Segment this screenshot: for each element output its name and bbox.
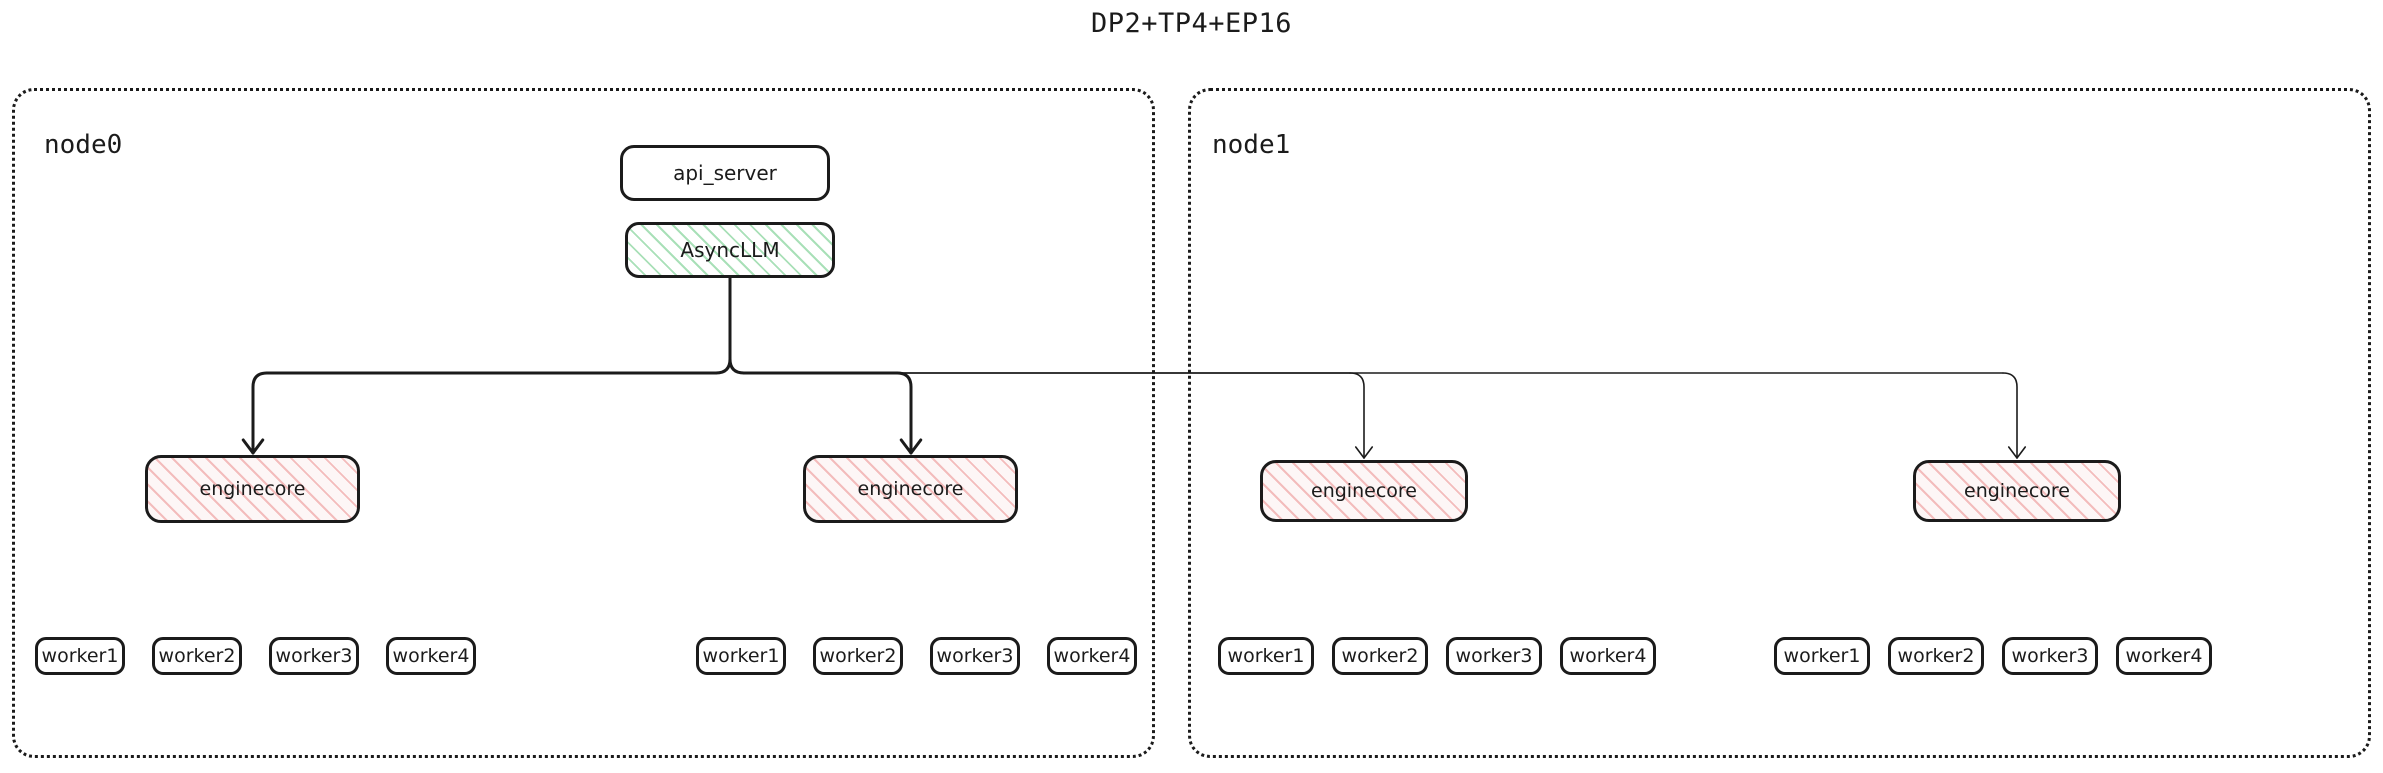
worker-box-label: worker4 <box>1053 645 1131 667</box>
worker-box-label: worker2 <box>1897 645 1975 667</box>
worker-box-label: worker4 <box>2125 645 2203 667</box>
enginecore-box-label: enginecore <box>1311 480 1417 502</box>
enginecore-box-label: enginecore <box>199 478 306 500</box>
worker-box-label: worker3 <box>1455 645 1533 667</box>
worker-box[interactable]: worker1 <box>1774 637 1870 675</box>
node-label-node1: node1 <box>1212 130 1291 160</box>
enginecore-box[interactable]: enginecore <box>1260 460 1468 522</box>
worker-box[interactable]: worker1 <box>35 637 125 675</box>
worker-box-label: worker2 <box>819 645 897 667</box>
worker-box[interactable]: worker4 <box>386 637 476 675</box>
node-container-node1 <box>1188 88 2371 758</box>
worker-box[interactable]: worker2 <box>1888 637 1984 675</box>
async-llm-box-label: AsyncLLM <box>680 238 780 262</box>
enginecore-box-label: enginecore <box>857 478 964 500</box>
enginecore-box-label: enginecore <box>1964 480 2070 502</box>
worker-box[interactable]: worker2 <box>813 637 903 675</box>
worker-box[interactable]: worker3 <box>2002 637 2098 675</box>
worker-box-label: worker1 <box>41 645 119 667</box>
api-server-box[interactable]: api_server <box>620 145 830 201</box>
node-label-node0: node0 <box>44 130 123 160</box>
enginecore-box[interactable]: enginecore <box>145 455 360 523</box>
worker-box[interactable]: worker3 <box>930 637 1020 675</box>
worker-box-label: worker3 <box>2011 645 2089 667</box>
worker-box-label: worker3 <box>936 645 1014 667</box>
worker-box-label: worker2 <box>158 645 236 667</box>
worker-box-label: worker1 <box>702 645 780 667</box>
worker-box[interactable]: worker3 <box>269 637 359 675</box>
async-llm-box[interactable]: AsyncLLM <box>625 222 835 278</box>
worker-box[interactable]: worker1 <box>696 637 786 675</box>
node-container-node0 <box>12 88 1155 758</box>
worker-box[interactable]: worker4 <box>2116 637 2212 675</box>
worker-box[interactable]: worker1 <box>1218 637 1314 675</box>
worker-box[interactable]: worker3 <box>1446 637 1542 675</box>
enginecore-box[interactable]: enginecore <box>803 455 1018 523</box>
worker-box-label: worker3 <box>275 645 353 667</box>
enginecore-box[interactable]: enginecore <box>1913 460 2121 522</box>
worker-box[interactable]: worker4 <box>1560 637 1656 675</box>
worker-box-label: worker2 <box>1341 645 1419 667</box>
worker-box[interactable]: worker2 <box>152 637 242 675</box>
worker-box-label: worker1 <box>1783 645 1861 667</box>
worker-box[interactable]: worker2 <box>1332 637 1428 675</box>
page-title: DP2+TP4+EP16 <box>1090 8 1293 39</box>
api-server-box-label: api_server <box>673 161 777 185</box>
worker-box-label: worker4 <box>1569 645 1647 667</box>
worker-box-label: worker4 <box>392 645 470 667</box>
worker-box-label: worker1 <box>1227 645 1305 667</box>
worker-box[interactable]: worker4 <box>1047 637 1137 675</box>
